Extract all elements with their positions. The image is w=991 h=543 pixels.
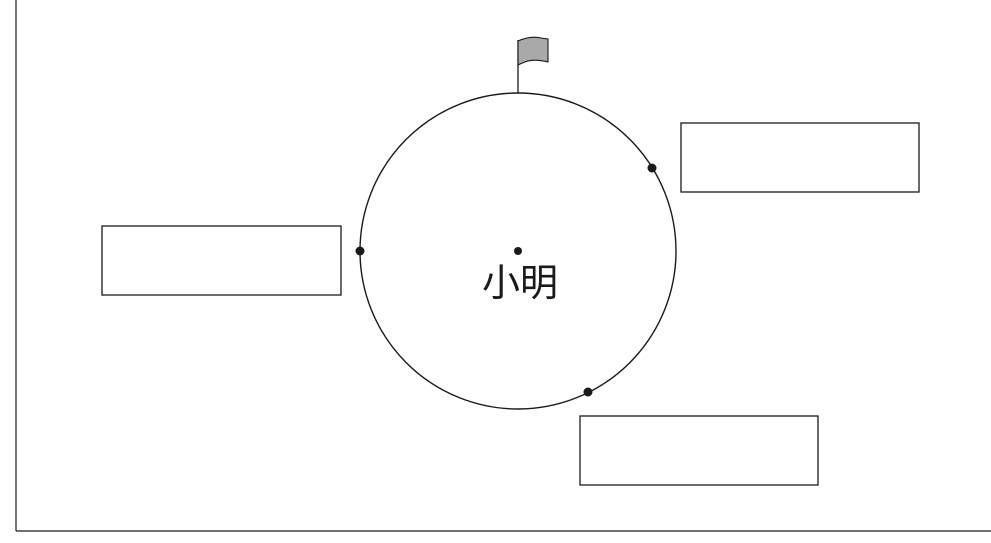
answer-box-upper-right[interactable] [680, 122, 920, 193]
answer-box-left[interactable] [101, 225, 342, 296]
center-point [514, 247, 522, 255]
circle-point-upper-right [647, 163, 657, 173]
circle-point-lower-right [583, 387, 593, 397]
answer-box-lower-right[interactable] [579, 415, 819, 486]
center-label: 小明 [482, 261, 558, 305]
flag-icon [517, 36, 549, 93]
circle-point-left [355, 246, 365, 256]
flag-cloth [517, 36, 549, 66]
